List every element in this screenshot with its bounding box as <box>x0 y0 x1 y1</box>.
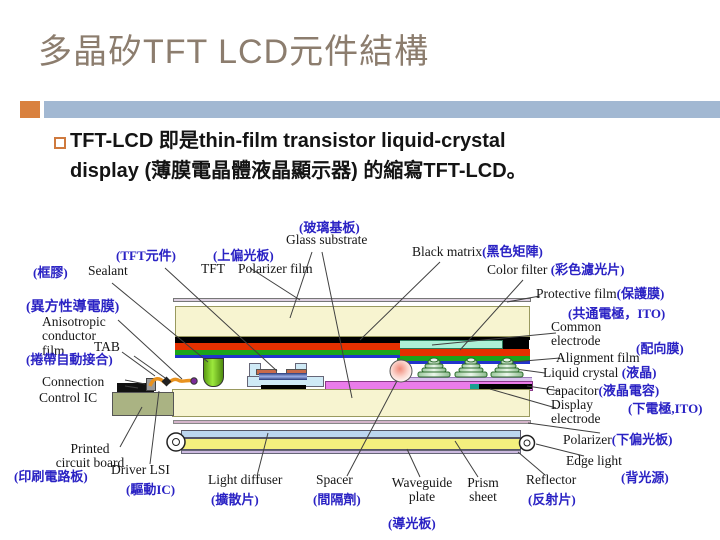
label-tab-zh: (捲帶自動接合) <box>26 352 113 367</box>
label-connection-en: Connection <box>42 374 105 389</box>
label-edge-light-zh: (背光源) <box>621 470 669 485</box>
ito-layer <box>175 355 400 358</box>
glass-substrate-bottom-shape <box>172 389 530 417</box>
label-pcb-zh: (印刷電路板) <box>14 469 88 484</box>
label-spacer-zh: (間隔劑) <box>313 492 361 507</box>
label-spacer-en: Spacer <box>316 472 353 487</box>
label-light-diffuser-en: Light diffuser <box>208 472 283 487</box>
label-waveguide-en: Waveguide plate <box>391 475 453 505</box>
body-text-line2: display (薄膜電晶體液晶顯示器) 的縮寫TFT-LCD。 <box>70 160 527 182</box>
label-acf-zh: (異方性導電膜) <box>26 300 120 315</box>
connector-gray-block <box>146 378 156 391</box>
label-display-electrode-en: Display electrode <box>551 397 601 427</box>
reflector-strip <box>181 450 521 454</box>
tft-black-strip <box>261 385 306 389</box>
green-layer <box>175 350 400 355</box>
label-waveguide-zh: (導光板) <box>388 516 436 531</box>
label-alignment-film-zh: (配向膜) <box>636 341 684 356</box>
label-driver-lsi-zh: (驅動IC) <box>126 482 176 497</box>
common-electrode-shape <box>397 340 503 349</box>
label-alignment-film-en: Alignment film <box>556 350 640 365</box>
label-protective-film: Protective film(保護膜) <box>536 286 665 301</box>
label-edge-light-en: Edge light <box>566 453 622 468</box>
alignment-film-strip <box>408 377 532 381</box>
label-polarizer-top-zh: (上偏光板) <box>213 248 274 263</box>
slide-title: 多晶矽TFT LCD元件結構 <box>38 33 430 71</box>
color-filter-layer-right <box>397 349 530 356</box>
label-tft-en: TFT <box>201 261 226 276</box>
storage-teal-square <box>470 384 479 389</box>
top-polarizer-bar <box>173 298 531 302</box>
sealant-cylinder <box>203 358 224 387</box>
label-color-filter: Color filter (彩色濾光片) <box>487 262 625 277</box>
label-tft-zh: (TFT元件) <box>116 248 176 263</box>
label-sealant-en: Sealant <box>88 263 128 278</box>
label-glass-substrate-zh: (玻璃基板) <box>299 220 360 235</box>
label-common-electrode-en: Common electrode <box>551 319 602 349</box>
tab-film-squiggle <box>148 376 198 387</box>
label-black-matrix: Black matrix(黑色矩陣) <box>412 244 543 259</box>
pcb-board-shape <box>112 392 174 416</box>
glass-substrate-top-shape <box>175 306 530 337</box>
label-prism-en: Prism sheet <box>467 475 499 505</box>
label-pcb-en: Printed circuit board <box>55 441 125 471</box>
accent-orange-square <box>20 101 40 118</box>
accent-bar <box>44 101 720 118</box>
edge-light-right <box>518 434 536 452</box>
color-filter-layer <box>175 343 400 350</box>
capacitor-bar <box>479 384 532 389</box>
label-polarizer-top-en: Polarizer film <box>238 261 313 276</box>
label-sealant-zh: (框膠) <box>33 265 68 280</box>
light-diffuser-strip <box>181 430 521 438</box>
label-control-ic-en: Control IC <box>39 390 98 405</box>
waveguide-plate-bar <box>181 438 521 450</box>
black-matrix-layer <box>175 337 400 343</box>
bottom-polarizer-line <box>173 420 531 424</box>
label-acf-en: Anisotropic conductor film <box>42 314 106 358</box>
label-reflector-en: Reflector <box>526 472 577 487</box>
bullet-square-icon <box>54 137 66 149</box>
label-display-electrode-zh: (下電極,ITO) <box>628 401 703 416</box>
label-glass-substrate-en: Glass substrate <box>286 232 368 247</box>
label-light-diffuser-zh: (擴散片) <box>211 492 259 507</box>
label-reflector-zh: (反射片) <box>528 492 576 507</box>
body-text-line1: TFT-LCD 即是thin-film transistor liquid-cr… <box>70 130 506 152</box>
label-driver-lsi-en: Driver LSI <box>111 462 170 477</box>
label-common-electrode-zh: (共通電極，ITO) <box>568 306 666 321</box>
label-tab-en: TAB <box>94 339 120 354</box>
label-capacitor: Capacitor(液晶電容) <box>546 383 660 398</box>
ito-layer-right <box>397 361 530 364</box>
tft-gate-block <box>259 373 307 380</box>
label-polarizer-bottom: Polarizer(下偏光板) <box>563 432 673 447</box>
label-liquid-crystal: Liquid crystal (液晶) <box>543 365 657 380</box>
